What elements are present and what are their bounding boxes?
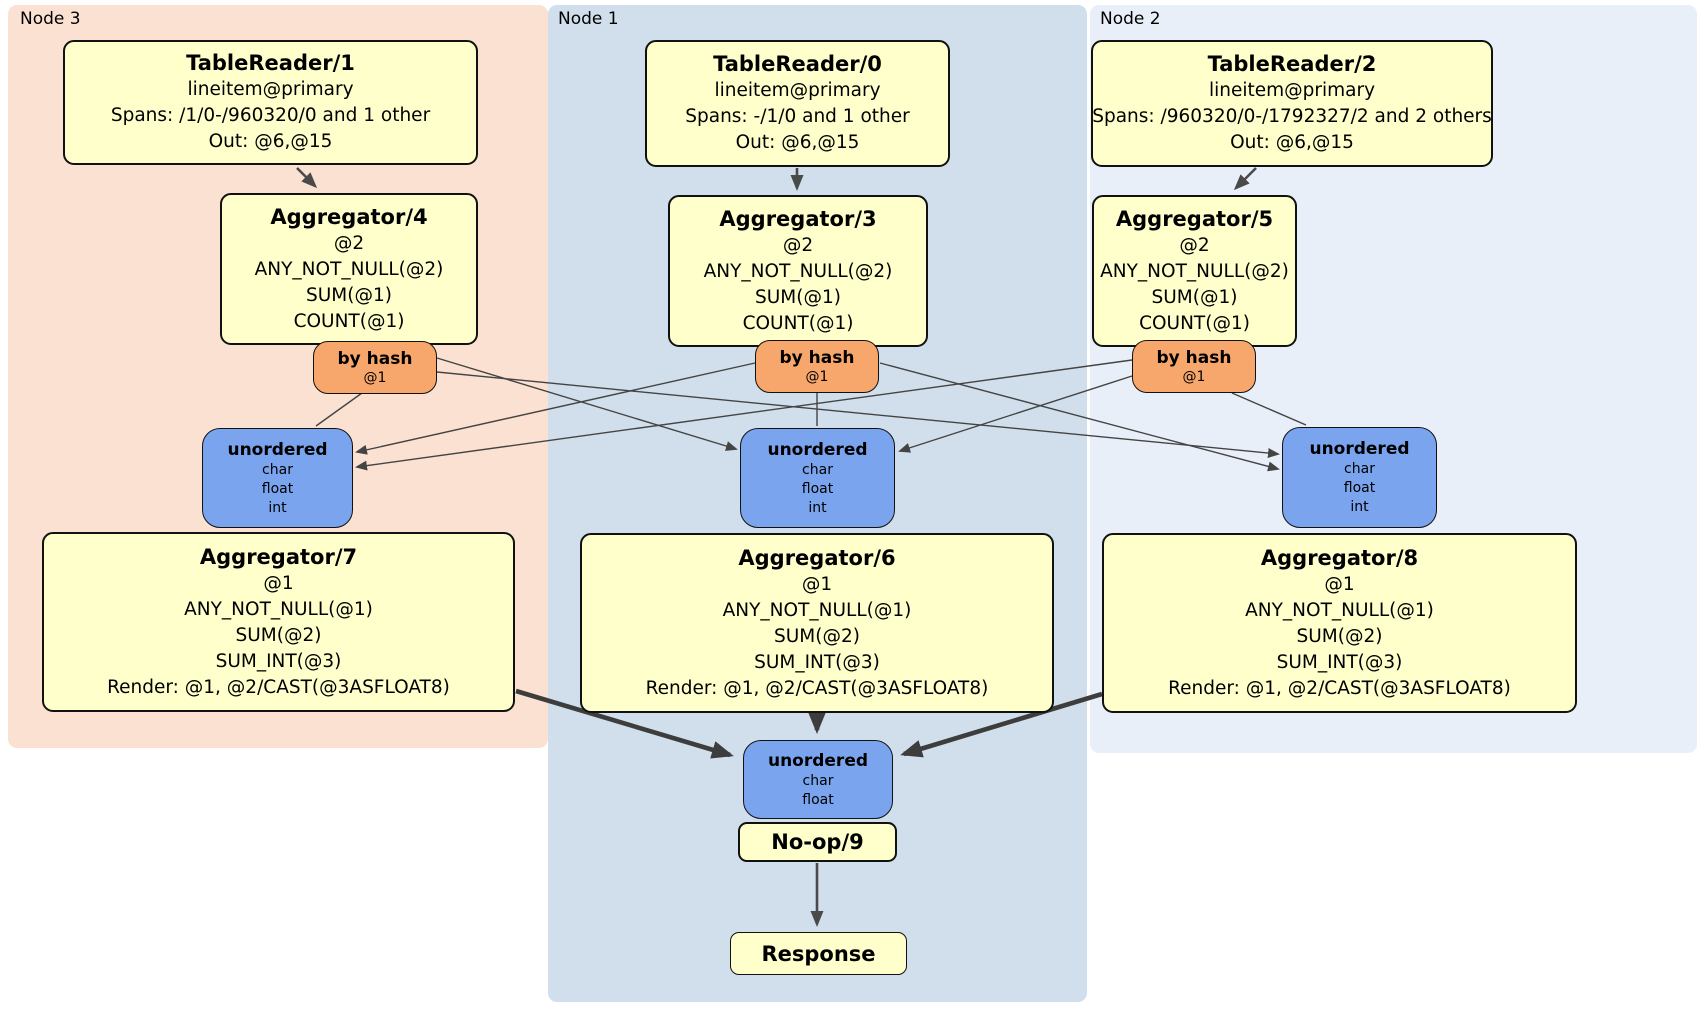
processor-tablereader-2: TableReader/2 lineitem@primary Spans: /9…	[1091, 40, 1493, 167]
sync-label: unordered	[767, 439, 868, 460]
box-line: COUNT(@1)	[293, 310, 405, 332]
box-line: SUM(@1)	[755, 286, 841, 308]
box-line: ANY_NOT_NULL(@2)	[703, 260, 893, 282]
box-line: SUM(@2)	[1296, 625, 1383, 647]
sync-label: unordered	[227, 439, 328, 460]
box-title: Aggregator/3	[719, 206, 877, 231]
processor-aggregator-5: Aggregator/5 @2 ANY_NOT_NULL(@2) SUM(@1)…	[1092, 195, 1297, 347]
processor-aggregator-7: Aggregator/7 @1 ANY_NOT_NULL(@1) SUM(@2)…	[42, 532, 515, 712]
sync-item: int	[1350, 499, 1369, 515]
box-line: ANY_NOT_NULL(@1)	[722, 599, 912, 621]
sync-item: char	[802, 772, 834, 789]
router-by-hash-node2: by hash @1	[1132, 340, 1256, 393]
box-line: SUM(@1)	[306, 284, 392, 306]
box-line: @1	[801, 573, 833, 595]
box-line: Out: @6,@15	[735, 132, 860, 153]
router-to-sync-edges	[315, 357, 1307, 472]
router-label: by hash	[779, 347, 855, 368]
box-title: Aggregator/8	[1260, 545, 1419, 570]
processor-aggregator-3: Aggregator/3 @2 ANY_NOT_NULL(@2) SUM(@1)…	[668, 195, 928, 347]
box-line: SUM(@2)	[235, 624, 322, 646]
region-node1-label: Node 1	[558, 9, 619, 29]
processor-aggregator-6: Aggregator/6 @1 ANY_NOT_NULL(@1) SUM(@2)…	[580, 533, 1054, 713]
box-line: lineitem@primary	[714, 80, 881, 101]
box-line: ANY_NOT_NULL(@1)	[184, 598, 373, 620]
box-line: Render: @1, @2/CAST(@3ASFLOAT8)	[107, 676, 450, 698]
box-line: COUNT(@1)	[1139, 312, 1250, 334]
router-label: by hash	[337, 348, 413, 369]
sync-item: float	[1343, 480, 1376, 496]
box-line: ANY_NOT_NULL(@1)	[1245, 599, 1434, 621]
box-line: lineitem@primary	[1208, 80, 1376, 101]
box-line: SUM(@2)	[774, 625, 860, 647]
processor-noop-9: No-op/9	[738, 822, 897, 862]
sync-item: int	[268, 499, 287, 516]
processor-response: Response	[730, 932, 907, 975]
box-line: Spans: /1/0-/960320/0 and 1 other	[110, 105, 431, 126]
router-label: by hash	[1156, 347, 1232, 368]
box-title: Aggregator/5	[1115, 206, 1274, 231]
box-line: @2	[782, 234, 814, 256]
box-line: SUM_INT(@3)	[754, 651, 880, 673]
box-title: TableReader/1	[186, 51, 355, 75]
aggregator-to-final-sync-arrows	[515, 688, 1103, 759]
sync-unordered-final: unordered char float	[743, 740, 893, 819]
processor-aggregator-8: Aggregator/8 @1 ANY_NOT_NULL(@1) SUM(@2)…	[1102, 533, 1577, 713]
sync-item: float	[261, 480, 294, 497]
region-node3-label: Node 3	[20, 9, 81, 29]
sync-item: float	[801, 480, 834, 497]
sync-item: float	[802, 791, 834, 808]
sync-unordered-node1: unordered char float int	[740, 428, 895, 528]
box-line: SUM_INT(@3)	[1276, 651, 1403, 673]
sync-item: char	[802, 461, 833, 478]
box-title: Aggregator/4	[270, 204, 428, 229]
box-title: TableReader/0	[713, 52, 882, 76]
processor-aggregator-4: Aggregator/4 @2 ANY_NOT_NULL(@2) SUM(@1)…	[220, 193, 478, 345]
box-line: lineitem@primary	[187, 79, 354, 100]
box-line: ANY_NOT_NULL(@2)	[1100, 260, 1289, 282]
box-title: Aggregator/7	[199, 544, 358, 569]
box-line: @2	[333, 232, 365, 254]
box-line: Render: @1, @2/CAST(@3ASFLOAT8)	[1168, 677, 1511, 699]
box-line: SUM(@1)	[1151, 286, 1238, 308]
sync-item: char	[1344, 461, 1375, 477]
box-line: @2	[1179, 234, 1210, 256]
box-title: No-op/9	[771, 830, 864, 854]
router-by-hash-node1: by hash @1	[755, 340, 879, 393]
sync-label: unordered	[1309, 439, 1410, 459]
box-line: SUM_INT(@3)	[215, 650, 342, 672]
box-line: ANY_NOT_NULL(@2)	[254, 258, 444, 280]
processor-tablereader-0: TableReader/0 lineitem@primary Spans: -/…	[645, 40, 950, 167]
sync-unordered-node2: unordered char float int	[1282, 427, 1437, 528]
sync-item: int	[808, 499, 827, 516]
region-node2-label: Node 2	[1100, 9, 1161, 29]
router-detail: @1	[363, 369, 387, 386]
box-line: Out: @6,@15	[1230, 132, 1354, 153]
box-line: Out: @6,@15	[208, 131, 333, 152]
box-line: Render: @1, @2/CAST(@3ASFLOAT8)	[645, 677, 989, 699]
box-line: @1	[1324, 573, 1355, 595]
box-line: COUNT(@1)	[742, 312, 854, 334]
sync-item: char	[262, 461, 293, 478]
router-detail: @1	[805, 368, 829, 385]
box-line: Spans: /960320/0-/1792327/2 and 2 others	[1092, 106, 1492, 127]
processor-tablereader-1: TableReader/1 lineitem@primary Spans: /1…	[63, 40, 478, 165]
box-line: Spans: -/1/0 and 1 other	[685, 106, 910, 127]
box-title: Aggregator/6	[738, 545, 896, 570]
box-line: @1	[263, 572, 294, 594]
box-title: TableReader/2	[1207, 52, 1377, 76]
box-title: Response	[761, 941, 876, 966]
sync-label: unordered	[767, 750, 869, 771]
router-by-hash-node3: by hash @1	[313, 341, 437, 394]
router-detail: @1	[1182, 368, 1206, 385]
sync-unordered-node3: unordered char float int	[202, 428, 353, 528]
tablereader-to-aggregator-arrows	[296, 167, 1257, 191]
